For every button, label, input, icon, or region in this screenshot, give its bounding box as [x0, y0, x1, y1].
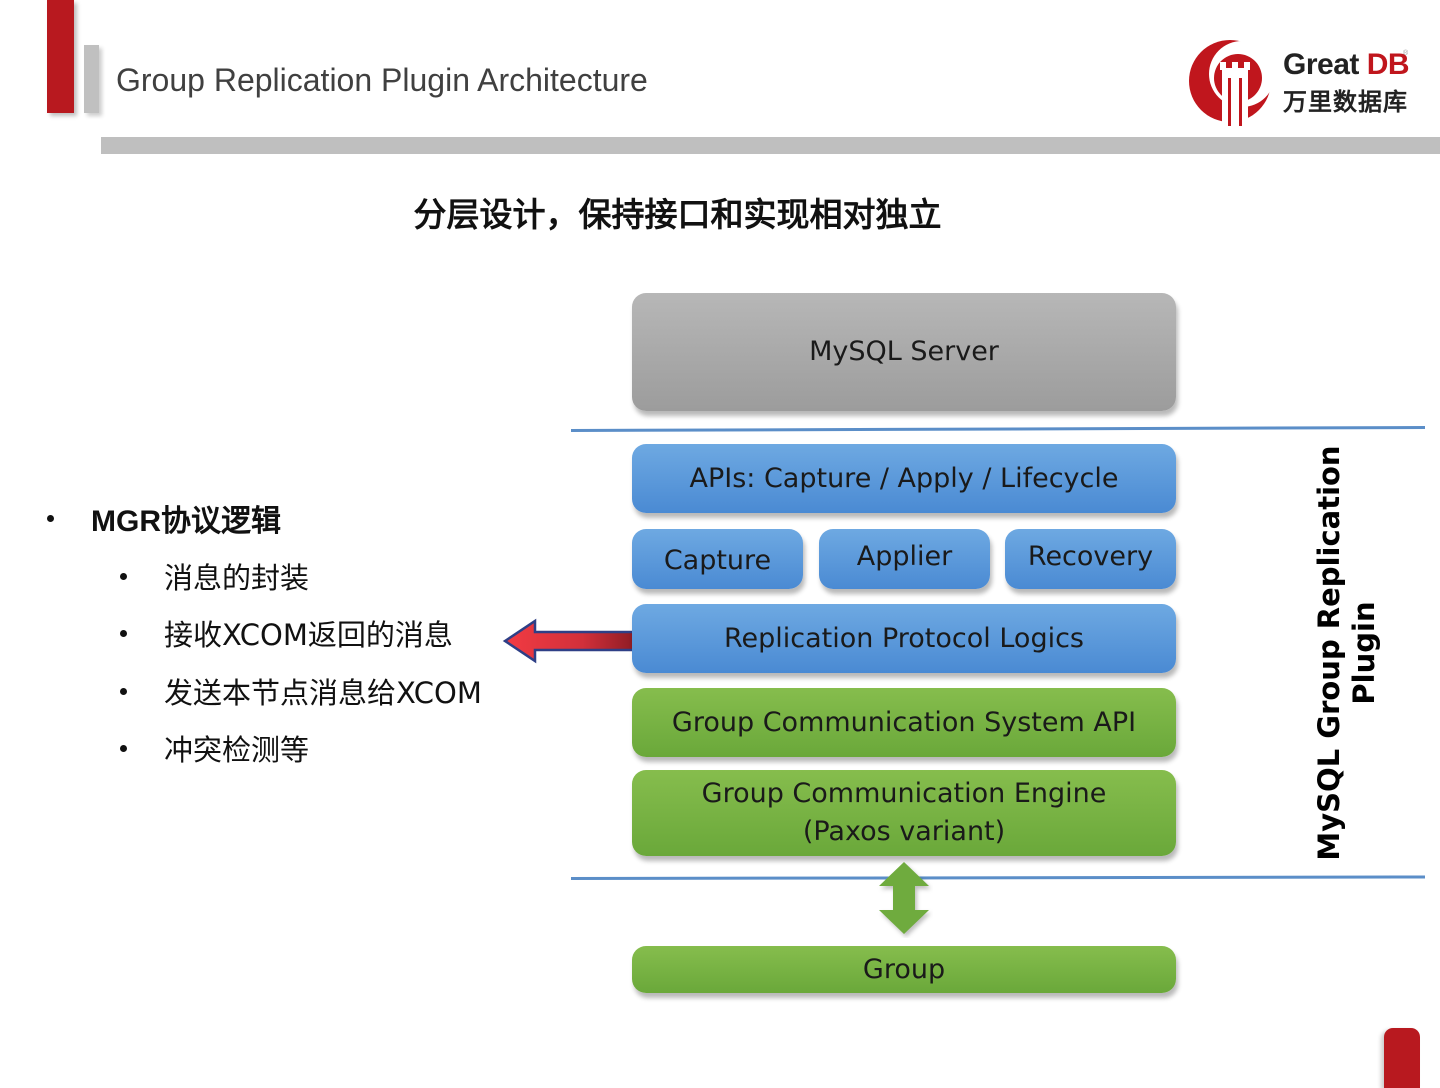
replication-protocol-label: Replication Protocol Logics	[723, 622, 1085, 654]
bullet-dot-icon	[120, 744, 127, 752]
side-label-line2: Plugin	[1347, 601, 1381, 705]
bullet-dot-icon	[120, 572, 127, 580]
header-divider	[101, 137, 1440, 154]
logo-chinese-name: 万里数据库	[1283, 89, 1408, 116]
gce-label-line2: (Paxos variant)	[802, 816, 1006, 847]
applier-module-box: Applier	[819, 529, 990, 589]
mysql-server-box: MySQL Server	[632, 293, 1176, 411]
plugin-top-separator	[570, 426, 1425, 432]
bullet-item: 接收XCOM返回的消息	[120, 612, 453, 654]
gcs-api-box: Group Communication System API	[632, 688, 1176, 757]
castle-crescent-logo-icon	[1189, 40, 1275, 126]
apis-label: APIs: Capture / Apply / Lifecycle	[689, 462, 1119, 494]
logo-word-db: DB	[1366, 48, 1410, 81]
bullet-item: 冲突检测等	[120, 727, 309, 769]
bullet-item: 发送本节点消息给XCOM	[120, 670, 482, 712]
plugin-side-label: MySQL Group Replication Plugin	[1312, 445, 1382, 860]
bullet-dot-icon	[120, 687, 127, 695]
bullet-item-text: 冲突检测等	[164, 733, 310, 767]
plugin-bottom-separator	[570, 875, 1426, 880]
bullet-dot-icon	[47, 514, 54, 522]
mysql-server-label: MySQL Server	[809, 336, 999, 368]
footer-red-accent	[1384, 1028, 1420, 1088]
bullet-item-text: 消息的封装	[164, 561, 310, 595]
group-label: Group	[862, 953, 946, 985]
apis-box: APIs: Capture / Apply / Lifecycle	[632, 444, 1176, 513]
group-box: Group	[632, 946, 1176, 993]
left-pointer-arrow-icon	[502, 618, 635, 664]
logo-wordmark: Great DB	[1283, 48, 1410, 82]
bullet-item-text: 接收XCOM返回的消息	[164, 618, 453, 652]
bullet-item: 消息的封装	[120, 555, 309, 597]
replication-protocol-box: Replication Protocol Logics	[632, 604, 1176, 673]
gcs-api-label: Group Communication System API	[671, 706, 1137, 738]
bullet-dot-icon	[120, 629, 127, 637]
gce-box: Group Communication Engine (Paxos varian…	[632, 770, 1176, 856]
slide-title: Group Replication Plugin Architecture	[116, 62, 648, 98]
bullet-heading: MGR协议逻辑	[47, 496, 281, 540]
applier-label: Applier	[856, 541, 953, 573]
capture-module-box: Capture	[632, 529, 803, 589]
logo-word-great: Great	[1283, 48, 1359, 81]
bullet-item-text: 发送本节点消息给XCOM	[164, 676, 482, 710]
slide-subtitle: 分层设计，保持接口和实现相对独立	[413, 195, 942, 234]
gce-label-line1: Group Communication Engine	[701, 778, 1107, 810]
header-red-accent-bar	[47, 0, 74, 113]
bullet-heading-text: MGR协议逻辑	[91, 505, 281, 538]
capture-label: Capture	[663, 545, 772, 577]
recovery-label: Recovery	[1027, 541, 1154, 573]
bidirectional-arrow-icon	[879, 862, 929, 934]
header-gray-accent-bar	[84, 45, 99, 113]
registered-mark: ®	[1403, 50, 1409, 57]
recovery-module-box: Recovery	[1005, 529, 1176, 589]
side-label-line1: MySQL Group Replication	[1312, 445, 1347, 861]
